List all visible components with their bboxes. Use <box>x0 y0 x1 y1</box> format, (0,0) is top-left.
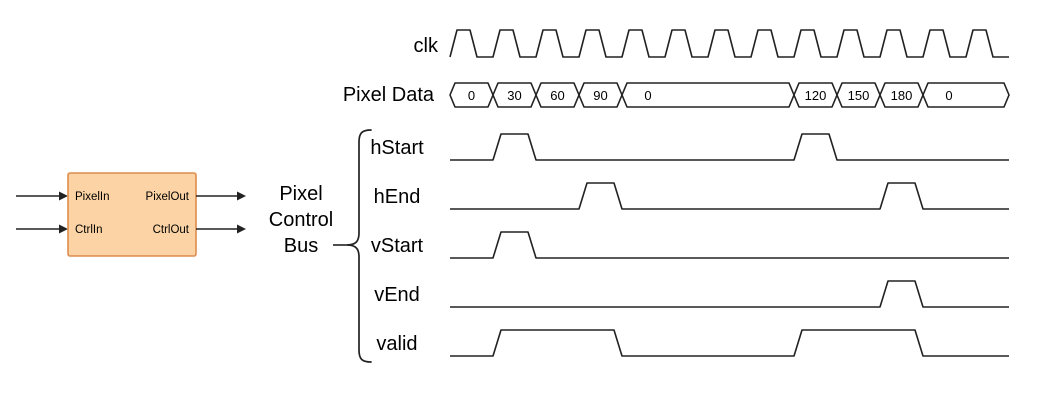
input-arrowhead-icon-pixelin <box>59 191 68 201</box>
pixel-control-block <box>67 172 197 257</box>
pixel-data-value-3: 90 <box>593 88 607 103</box>
pixel-data-value-7: 180 <box>891 88 913 103</box>
bus-label-line-1: Pixel <box>279 183 322 205</box>
port-label-ctrlout: CtrlOut <box>153 224 190 236</box>
signal-label-valid: valid <box>376 333 417 355</box>
clk-label: clk <box>414 35 439 57</box>
output-arrowhead-icon-pixelout <box>237 191 246 201</box>
signal-waveform-valid <box>450 329 1009 357</box>
signal-label-vStart: vStart <box>371 235 424 257</box>
waveforms: 0 30 60 90 0 120 150 180 0 hStart hEnd vStart vEnd va… <box>370 29 1010 357</box>
input-arrowhead-icon-ctrlin <box>59 224 68 234</box>
pixel-data-value-4: 0 <box>644 88 651 103</box>
pixel-data-label: Pixel Data <box>343 84 435 106</box>
signal-label-hStart: hStart <box>370 137 424 159</box>
signal-label-hEnd: hEnd <box>374 186 421 208</box>
bus-label-line-2: Control <box>269 209 333 231</box>
clk-waveform <box>449 29 1009 58</box>
pixel-data-value-1: 30 <box>507 88 521 103</box>
signal-waveform-vStart <box>450 231 1009 259</box>
pixel-data-value-5: 120 <box>805 88 827 103</box>
pixel-data-value-2: 60 <box>550 88 564 103</box>
bus-label-line-3: Bus <box>284 235 318 257</box>
pixel-data-value-0: 0 <box>468 88 475 103</box>
brace <box>346 129 372 363</box>
signal-waveform-vEnd <box>450 280 1009 308</box>
signal-label-vEnd: vEnd <box>374 284 420 306</box>
port-label-pixelout: PixelOut <box>146 191 190 203</box>
block-diagram: PixelIn PixelOut CtrlIn CtrlOut <box>16 172 246 257</box>
pixel-data-segment-8 <box>922 82 1010 108</box>
pixel-data-value-6: 150 <box>848 88 870 103</box>
pixel-data-value-8: 0 <box>945 88 952 103</box>
bus-label: Pixel Control Bus <box>269 183 333 257</box>
port-label-ctrlin: CtrlIn <box>75 224 102 236</box>
output-arrowhead-icon-ctrlout <box>237 224 246 234</box>
port-label-pixelin: PixelIn <box>75 191 110 203</box>
signal-waveform-hStart <box>450 133 1009 161</box>
signal-waveform-hEnd <box>450 182 1009 210</box>
